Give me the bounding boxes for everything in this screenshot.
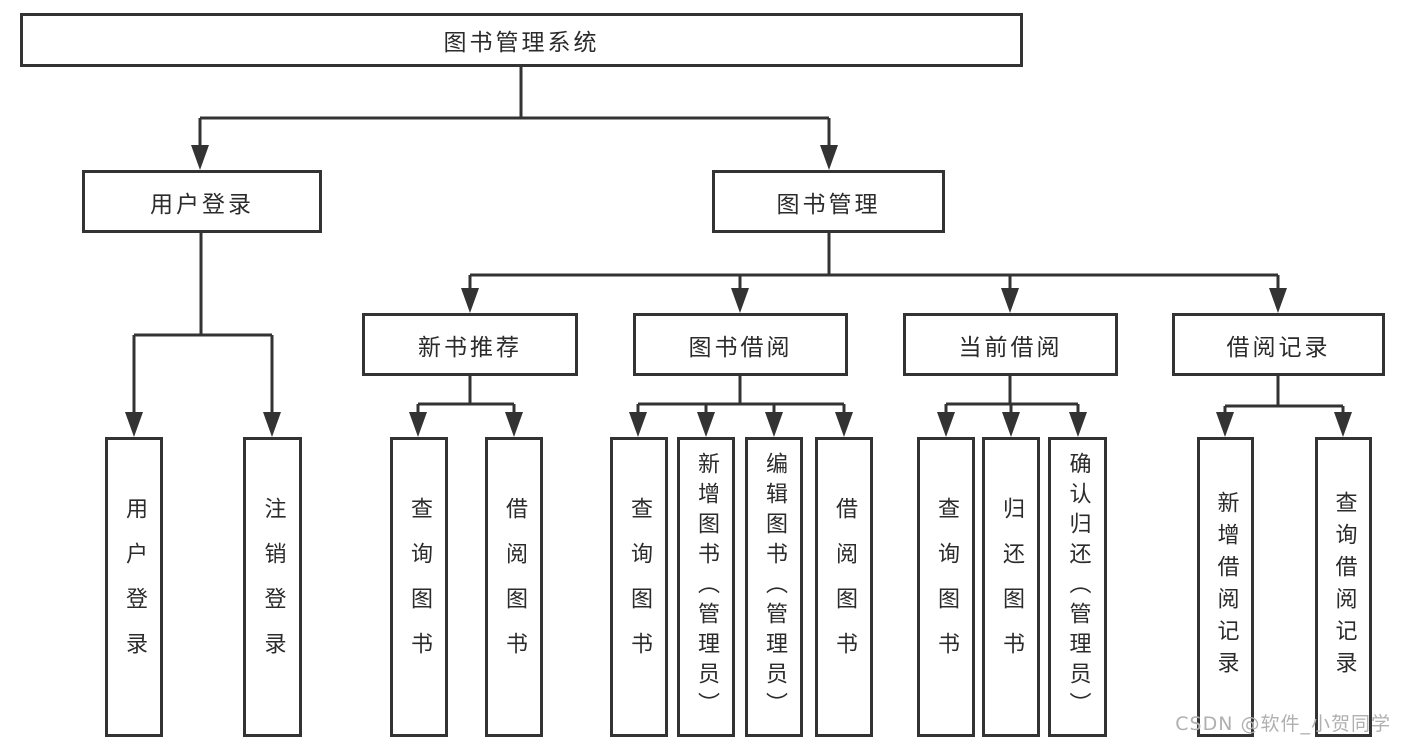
leaf-logout: 注销登录 (243, 437, 302, 737)
leaf-query-borrowing-record: 查询借阅记录 (1315, 437, 1372, 737)
node-borrowing-records: 借阅记录 (1172, 313, 1385, 376)
leaf-borrow-books: 借阅图书 (815, 437, 873, 737)
leaf-add-borrowing-record: 新增借阅记录 (1197, 437, 1254, 737)
leaf-return-books: 归还图书 (982, 437, 1040, 737)
leaf-query-books-recommend: 查询图书 (390, 437, 448, 737)
node-current-borrowing: 当前借阅 (903, 313, 1118, 376)
watermark-text: CSDN @软件_小贺同学 (1175, 713, 1391, 735)
leaf-query-books-current: 查询图书 (917, 437, 975, 737)
leaf-confirm-return-admin: 确认归还（管理员） (1048, 437, 1107, 737)
node-new-book-recommendation: 新书推荐 (362, 313, 578, 376)
leaf-add-books-admin: 新增图书（管理员） (677, 437, 735, 737)
node-user-login: 用户登录 (82, 170, 322, 233)
leaf-edit-books-admin: 编辑图书（管理员） (745, 437, 803, 737)
leaf-borrow-books-recommend: 借阅图书 (485, 437, 543, 737)
node-book-borrowing: 图书借阅 (633, 313, 848, 376)
node-library-management-system: 图书管理系统 (20, 13, 1023, 67)
node-book-management: 图书管理 (712, 170, 945, 233)
leaf-query-books-borrowing: 查询图书 (610, 437, 668, 737)
leaf-user-login: 用户登录 (105, 437, 163, 737)
